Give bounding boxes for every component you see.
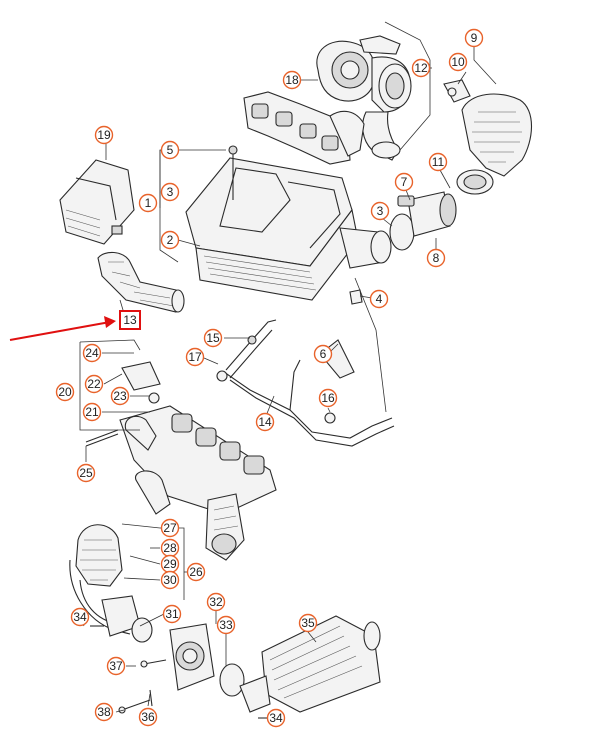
intercooler-drawing <box>239 615 381 713</box>
callout-4: 4 <box>369 289 389 309</box>
svg-text:1: 1 <box>145 196 152 210</box>
svg-text:12: 12 <box>414 61 428 75</box>
svg-text:20: 20 <box>58 385 72 399</box>
svg-text:19: 19 <box>97 128 111 142</box>
callout-30: 30 <box>160 570 180 590</box>
air-intake-duct-drawing <box>59 159 135 245</box>
callout-11: 11 <box>428 152 448 172</box>
callout-38: 38 <box>94 702 114 722</box>
svg-text:15: 15 <box>206 331 220 345</box>
intake-hose-upper-drawing <box>443 79 532 195</box>
vacuum-line-drawing <box>216 319 395 447</box>
callout-24: 24 <box>82 343 102 363</box>
callout-19: 19 <box>94 125 114 145</box>
callout-16: 16 <box>318 388 338 408</box>
callout-2: 2 <box>160 230 180 250</box>
callout-32: 32 <box>206 592 226 612</box>
svg-text:3: 3 <box>167 185 174 199</box>
svg-text:38: 38 <box>97 705 111 719</box>
hose-13-drawing <box>97 251 185 313</box>
callout-6: 6 <box>313 344 333 364</box>
fasteners-drawing <box>90 625 272 719</box>
svg-text:8: 8 <box>433 251 440 265</box>
svg-text:2: 2 <box>167 233 174 247</box>
svg-text:34: 34 <box>269 711 283 725</box>
callout-21: 21 <box>82 402 102 422</box>
callout-20: 20 <box>55 382 75 402</box>
callout-15: 15 <box>203 328 223 348</box>
callout-34-bottom: 34 <box>266 708 286 728</box>
svg-text:14: 14 <box>258 415 272 429</box>
turbocharger-drawing <box>316 35 412 161</box>
callout-17: 17 <box>185 347 205 367</box>
svg-text:37: 37 <box>109 659 123 673</box>
callout-12: 12 <box>411 58 431 78</box>
svg-text:18: 18 <box>285 73 299 87</box>
air-filter-box-drawing <box>185 145 392 301</box>
svg-text:26: 26 <box>189 565 203 579</box>
svg-text:13: 13 <box>123 313 137 327</box>
svg-text:36: 36 <box>141 710 155 724</box>
callout-28: 28 <box>160 538 180 558</box>
svg-text:33: 33 <box>219 618 233 632</box>
svg-text:34: 34 <box>73 610 87 624</box>
callout-31: 31 <box>162 604 182 624</box>
callout-18: 18 <box>282 70 302 90</box>
callout-23: 23 <box>110 386 130 406</box>
svg-text:22: 22 <box>87 377 101 391</box>
callout-10: 10 <box>448 52 468 72</box>
svg-text:5: 5 <box>167 143 174 157</box>
flex-hose-lower-drawing <box>69 524 153 643</box>
callout-22: 22 <box>84 374 104 394</box>
svg-text:29: 29 <box>163 557 177 571</box>
callout-5: 5 <box>160 140 180 160</box>
callout-3-hose: 3 <box>370 201 390 221</box>
callout-37: 37 <box>106 656 126 676</box>
svg-text:23: 23 <box>113 389 127 403</box>
callout-13-highlighted: 13 <box>119 310 141 330</box>
callout-27: 27 <box>160 518 180 538</box>
svg-text:32: 32 <box>209 595 223 609</box>
callout-35: 35 <box>298 613 318 633</box>
svg-text:31: 31 <box>165 607 179 621</box>
svg-text:6: 6 <box>320 347 327 361</box>
svg-text:25: 25 <box>79 466 93 480</box>
callout-7: 7 <box>394 172 414 192</box>
svg-text:28: 28 <box>163 541 177 555</box>
svg-text:27: 27 <box>163 521 177 535</box>
callout-14: 14 <box>255 412 275 432</box>
intake-manifold-drawing <box>85 361 277 515</box>
svg-text:11: 11 <box>432 155 445 169</box>
svg-text:7: 7 <box>401 175 408 189</box>
svg-text:10: 10 <box>451 55 465 69</box>
highlight-arrow <box>9 316 116 341</box>
callout-25: 25 <box>76 463 96 483</box>
svg-text:3: 3 <box>377 204 384 218</box>
svg-text:21: 21 <box>85 405 99 419</box>
svg-text:4: 4 <box>376 292 383 306</box>
callout-1: 1 <box>138 193 158 213</box>
callout-33: 33 <box>216 615 236 635</box>
svg-text:30: 30 <box>163 573 177 587</box>
exhaust-manifold-upper-drawing <box>243 91 365 165</box>
throttle-section-drawing <box>135 470 245 561</box>
callout-36: 36 <box>138 707 158 727</box>
svg-text:17: 17 <box>188 350 202 364</box>
callout-9: 9 <box>464 28 484 48</box>
svg-text:35: 35 <box>301 616 315 630</box>
callout-34-left: 34 <box>70 607 90 627</box>
callout-26: 26 <box>186 562 206 582</box>
intake-hose-mid-drawing <box>349 191 457 305</box>
callout-3-airbox: 3 <box>160 182 180 202</box>
throttle-body-drawing <box>169 623 245 697</box>
callout-29: 29 <box>160 554 180 574</box>
svg-text:16: 16 <box>321 391 335 405</box>
svg-text:9: 9 <box>471 31 478 45</box>
callout-8: 8 <box>426 248 446 268</box>
svg-text:24: 24 <box>85 346 99 360</box>
